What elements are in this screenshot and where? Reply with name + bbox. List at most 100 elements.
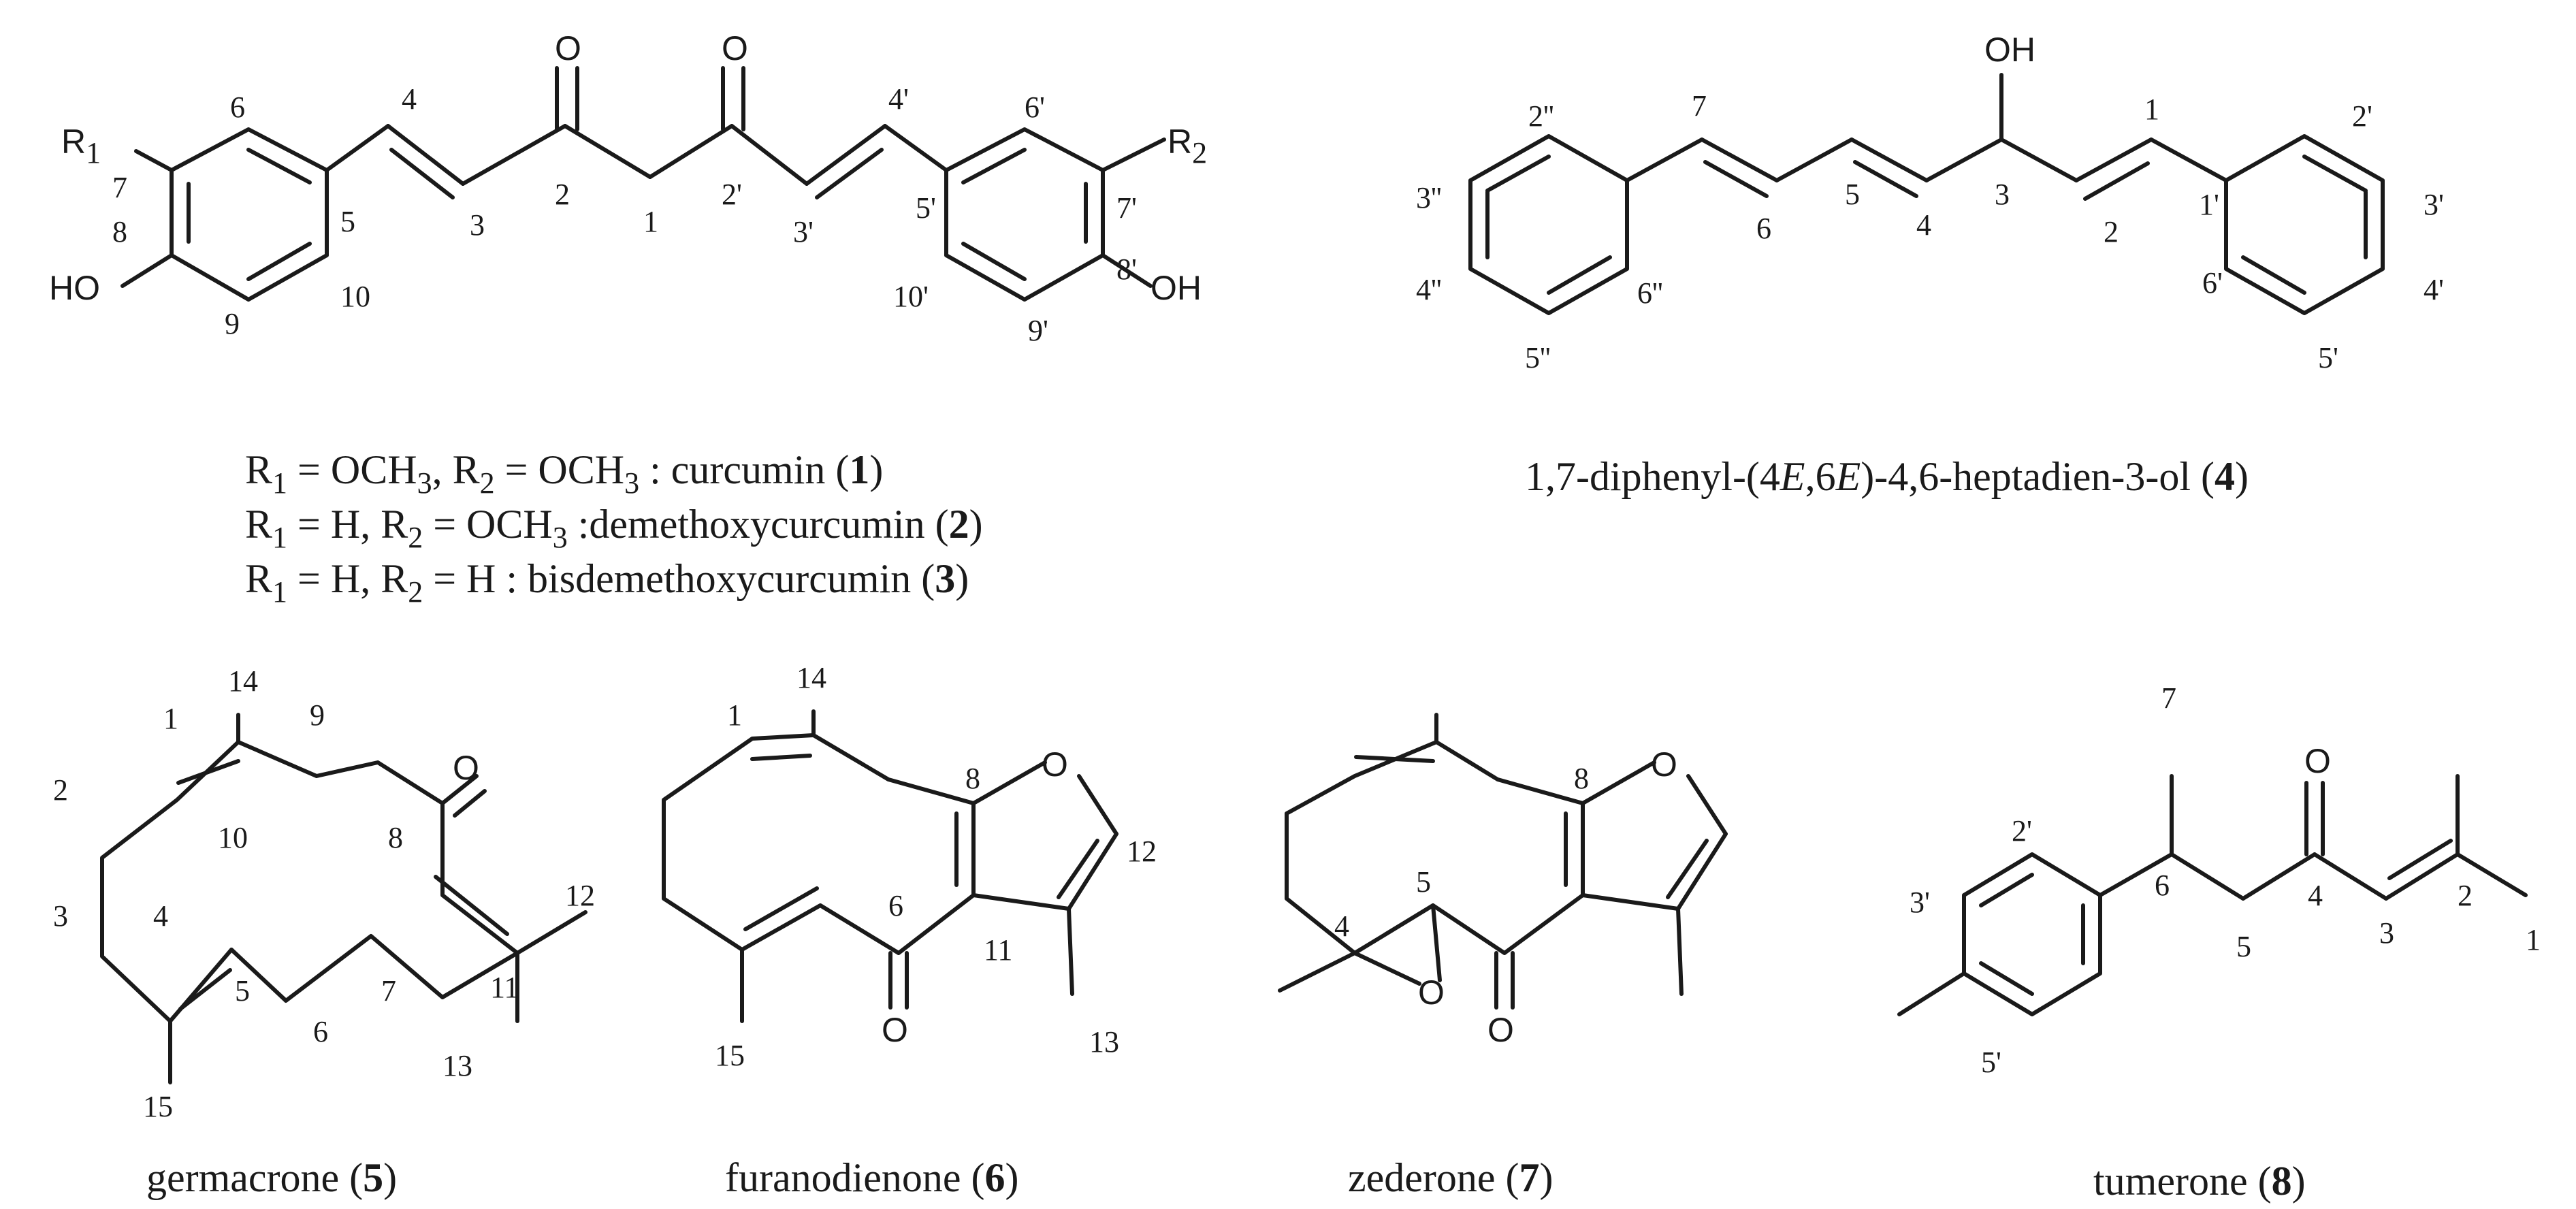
locant-1: 1 <box>727 698 742 732</box>
left-ring-inner-bond <box>246 242 312 281</box>
chain-bond <box>730 124 809 186</box>
germacrone-ring <box>100 740 519 1023</box>
locant-3: 3 <box>53 899 68 933</box>
furan-double <box>1666 839 1709 899</box>
double-bond-1-10 <box>176 759 240 785</box>
left-benzene-ring <box>170 127 329 302</box>
locant-4: 4 <box>402 82 417 116</box>
curcuminoid-structure: R1 R2 HO OH O O 6 7 8 9 10 5 4 3 2 1 2' … <box>49 29 1207 609</box>
locant-3pp: 3'' <box>1416 181 1442 214</box>
chain-bond <box>648 124 734 179</box>
methyl-1 <box>2456 852 2528 897</box>
furanodienone-macrocycle <box>662 733 976 955</box>
locant-12: 12 <box>565 879 595 912</box>
caption-germacrone: germacrone (5) <box>146 1155 397 1200</box>
locant-1: 1 <box>2526 923 2541 956</box>
locant-10: 10 <box>340 280 370 313</box>
double-bond-1-10 <box>1354 755 1435 763</box>
locant-5: 5 <box>340 205 355 238</box>
furan-bond <box>1676 832 1728 911</box>
locant-7: 7 <box>1692 89 1707 123</box>
right-benzene-ring <box>944 127 1105 302</box>
right-ring-inner-bond <box>961 242 1027 281</box>
furanodienone-structure: O O 1 14 8 12 6 11 13 15 furanodienone (… <box>662 661 1157 1200</box>
diphenylheptadienol-structure: OH 2'' 3'' 4'' 5'' 6'' 7 6 5 4 3 2 1 1' … <box>1416 31 2444 499</box>
locant-9: 9 <box>310 698 325 732</box>
epoxide-bond <box>1353 951 1421 986</box>
ring-inner-bond <box>1485 155 1551 193</box>
caption-furanodienone: furanodienone (6) <box>725 1155 1019 1200</box>
locant-6: 6 <box>313 1015 328 1048</box>
locant-5p: 5' <box>2318 341 2338 374</box>
locant-4pp: 4'' <box>1416 273 1442 306</box>
locant-15: 15 <box>143 1090 173 1123</box>
furan-bond <box>1067 832 1118 911</box>
furan-oxygen: O <box>1651 745 1677 784</box>
locant-7: 7 <box>2161 681 2176 715</box>
carbonyl-oxygen: O <box>2304 742 2331 780</box>
locant-2: 2 <box>53 773 68 807</box>
locant-5: 5 <box>1416 865 1431 899</box>
caption-zederone: zederone (7) <box>1348 1155 1553 1200</box>
locant-8: 8 <box>965 762 980 795</box>
chain-bond <box>2149 138 2228 182</box>
chain-double-bond <box>389 148 455 199</box>
methyl-12 <box>515 910 587 955</box>
carbonyl-bond <box>440 774 479 805</box>
carbonyl-double <box>453 789 487 818</box>
locant-8: 8 <box>112 215 127 248</box>
hydroxyl-left: HO <box>49 269 100 307</box>
locant-4p: 4' <box>2424 273 2444 306</box>
r1-bond <box>134 149 174 172</box>
locant-3: 3 <box>1995 178 2010 211</box>
zederone-macrocycle <box>1285 740 1585 955</box>
hydroxyl-right: OH <box>1150 269 1202 307</box>
carbonyl-oxygen: O <box>453 749 479 787</box>
carbonyl-oxygen: O <box>882 1011 908 1049</box>
furan-bond <box>971 760 1047 805</box>
locant-6: 6 <box>1756 212 1771 245</box>
chain-bond <box>2170 852 2245 901</box>
locant-1: 1 <box>643 205 658 238</box>
chain-double <box>2387 839 2453 880</box>
furan-bond <box>1077 774 1118 836</box>
locant-10p: 10' <box>893 280 929 313</box>
locant-1: 1 <box>163 702 178 735</box>
locant-2p: 2' <box>722 178 742 211</box>
ring-inner-bond <box>2302 155 2368 193</box>
locant-1p: 1' <box>2199 188 2219 221</box>
carbonyl-oxygen-2p: O <box>722 29 748 67</box>
locant-4: 4 <box>1334 909 1349 943</box>
locant-2pp: 2'' <box>1528 99 1554 133</box>
locant-5p: 5' <box>1981 1046 2001 1079</box>
locant-9p: 9' <box>1028 314 1048 347</box>
ring-inner-bond <box>2241 255 2306 295</box>
furan-bond <box>1581 760 1656 805</box>
hydroxyl-oh: OH <box>1984 31 2035 69</box>
zederone-structure: O O O 8 5 4 zederone (7) <box>1278 713 1728 1200</box>
locant-6: 6 <box>230 91 245 124</box>
chain-bond <box>1925 138 2003 182</box>
locant-8: 8 <box>1574 762 1589 795</box>
epoxide-bond <box>1431 903 1442 982</box>
chain-bond <box>2098 852 2174 897</box>
chain-bond <box>2241 852 2317 901</box>
oh-bond-right <box>1101 253 1153 288</box>
right-ring-inner-bond <box>961 148 1027 184</box>
epoxide-oxygen: O <box>1418 973 1445 1012</box>
chain-bond <box>1775 138 1854 182</box>
chain-bond <box>1850 138 1929 182</box>
caption-curcumin: R1 = OCH3, R2 = OCH3 : curcumin (1) <box>245 447 883 500</box>
chain-double-bond <box>1853 160 1918 198</box>
chain-bond <box>2313 852 2388 901</box>
locant-2: 2 <box>555 178 570 211</box>
locant-3p: 3' <box>793 215 814 248</box>
carbonyl-oxygen: O <box>1487 1011 1514 1049</box>
left-phenyl-ring <box>1468 134 1629 315</box>
locant-4: 4 <box>2308 879 2323 912</box>
locant-13: 13 <box>442 1049 472 1082</box>
r1-label: R1 <box>61 123 101 170</box>
right-phenyl-ring <box>2224 134 2385 315</box>
